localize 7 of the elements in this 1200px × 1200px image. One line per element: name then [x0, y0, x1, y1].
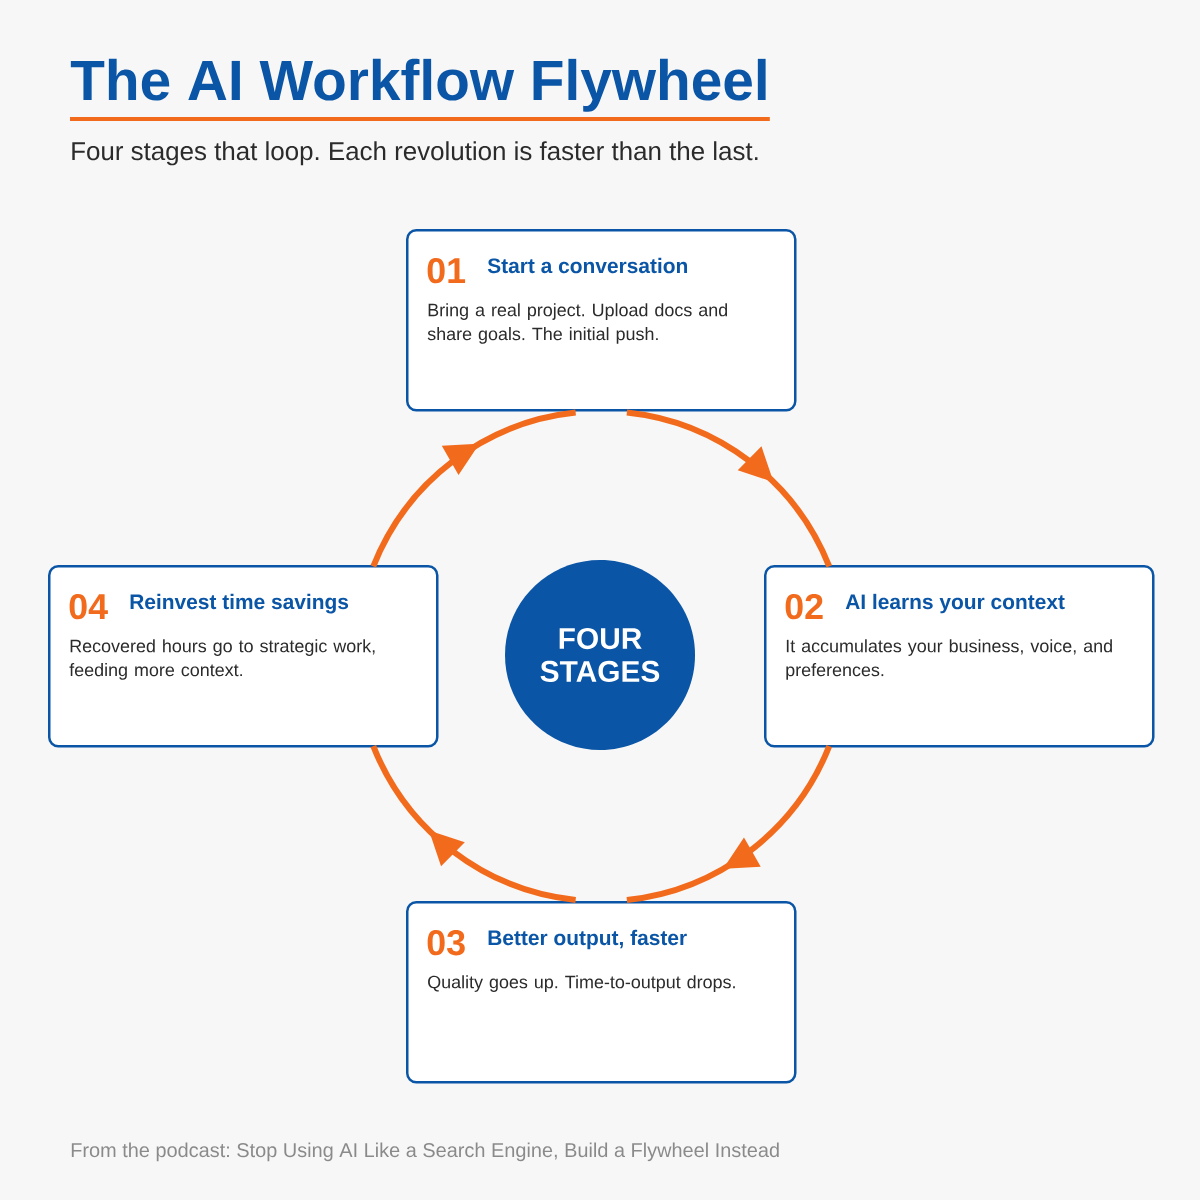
stage-card: 02 AI learns your context It accumulates your business, voice, and preferences.	[764, 565, 1155, 748]
subtitle: Four stages that loop. Each revolution is faster than the last.	[72, 141, 758, 166]
stage-card: 04 Reinvest time savings Recovered hours go to strategic work, feeding more context.	[48, 565, 439, 748]
stage-card: 01 Start a conversation Bring a real project. Upload docs and share goals. The initial push.	[406, 229, 797, 412]
title: The AI Workflow Flywheel	[70, 58, 766, 112]
footer-note: From the podcast: Stop Using AI Like a Search Engine, Build a Flywheel Instead	[71, 1142, 779, 1162]
stage-card: 03 Better output, faster Quality goes up. Time-to-output drops.	[406, 901, 797, 1084]
